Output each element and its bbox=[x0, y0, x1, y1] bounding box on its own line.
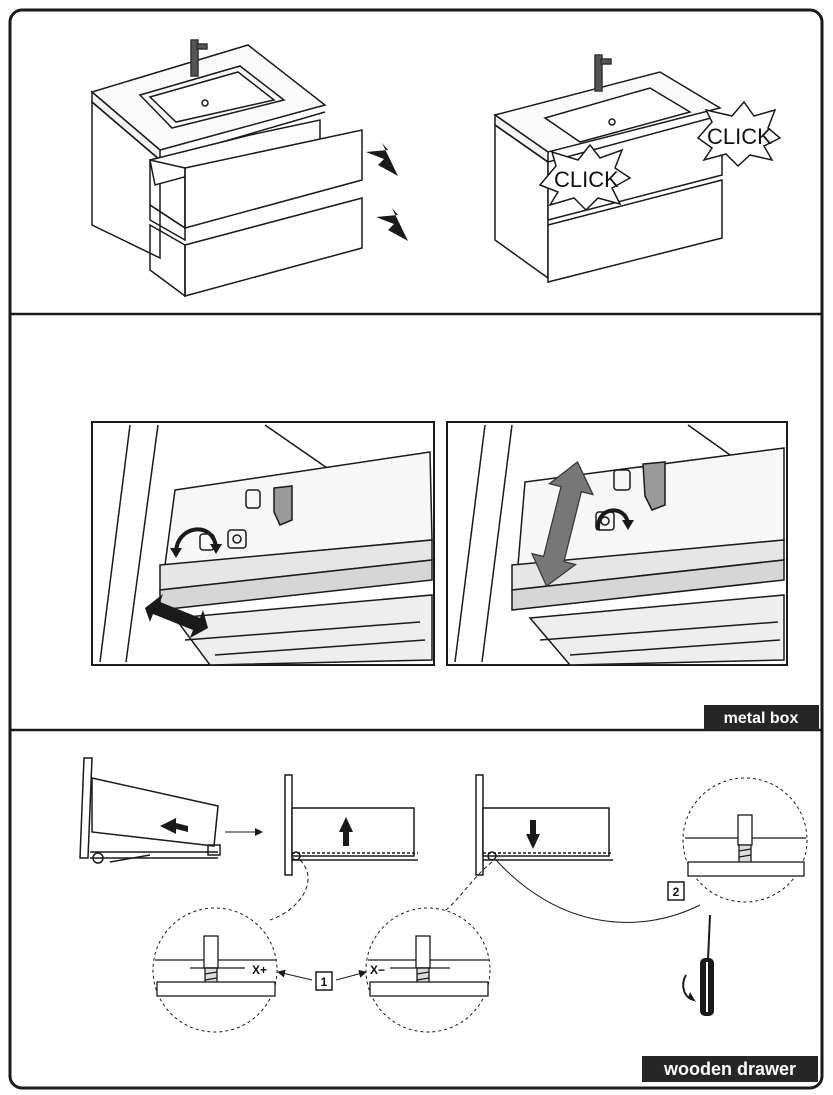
wooden-drawer-label: wooden drawer bbox=[642, 1056, 818, 1082]
step-2-badge: 2 bbox=[667, 881, 685, 901]
metal-box-label: metal box bbox=[704, 705, 819, 730]
wooden-drawer-label-text: wooden drawer bbox=[663, 1059, 796, 1079]
rotate-arrow-right bbox=[595, 508, 630, 531]
magnified-adjuster-x-minus: X− bbox=[365, 907, 491, 1033]
screwdriver-icon bbox=[682, 914, 714, 1016]
wooden-drawer-step-lift bbox=[284, 774, 418, 876]
metal-box-label-text: metal box bbox=[724, 710, 799, 727]
click-label-left: CLICK bbox=[554, 167, 619, 192]
pull-out-arrow bbox=[160, 818, 188, 834]
leader-line-2 bbox=[439, 861, 493, 916]
metal-box-detail-left bbox=[91, 421, 435, 666]
magnified-adjuster-vertical bbox=[682, 777, 808, 903]
push-arrow-upper bbox=[366, 143, 398, 176]
rotate-arrow-left bbox=[174, 527, 218, 554]
leader-line-1 bbox=[269, 859, 309, 921]
vanity-open-drawers bbox=[90, 39, 363, 298]
step-2-number: 2 bbox=[673, 885, 680, 899]
vertical-adjust-arrow bbox=[530, 460, 595, 588]
metal-box-detail-right bbox=[446, 421, 788, 666]
lift-up-arrow bbox=[339, 817, 353, 846]
click-label-right: CLICK bbox=[707, 124, 772, 149]
push-arrow-lower bbox=[376, 208, 408, 241]
wooden-drawer-step-remove bbox=[79, 757, 221, 864]
magnified-adjuster-x-plus: X+ bbox=[152, 907, 278, 1033]
x-minus-label: X− bbox=[370, 963, 385, 977]
lateral-adjust-arrow bbox=[145, 594, 208, 638]
click-burst-left: CLICK bbox=[538, 143, 632, 212]
lower-down-arrow bbox=[526, 820, 540, 849]
wooden-drawer-step-lower bbox=[475, 774, 613, 876]
click-burst-right: CLICK bbox=[696, 100, 782, 168]
leader-line-3 bbox=[495, 859, 701, 923]
x-plus-label: X+ bbox=[252, 963, 267, 977]
step-1-number: 1 bbox=[321, 975, 328, 989]
step-1-badge: 1 bbox=[277, 969, 367, 991]
page-frame bbox=[8, 8, 824, 1090]
